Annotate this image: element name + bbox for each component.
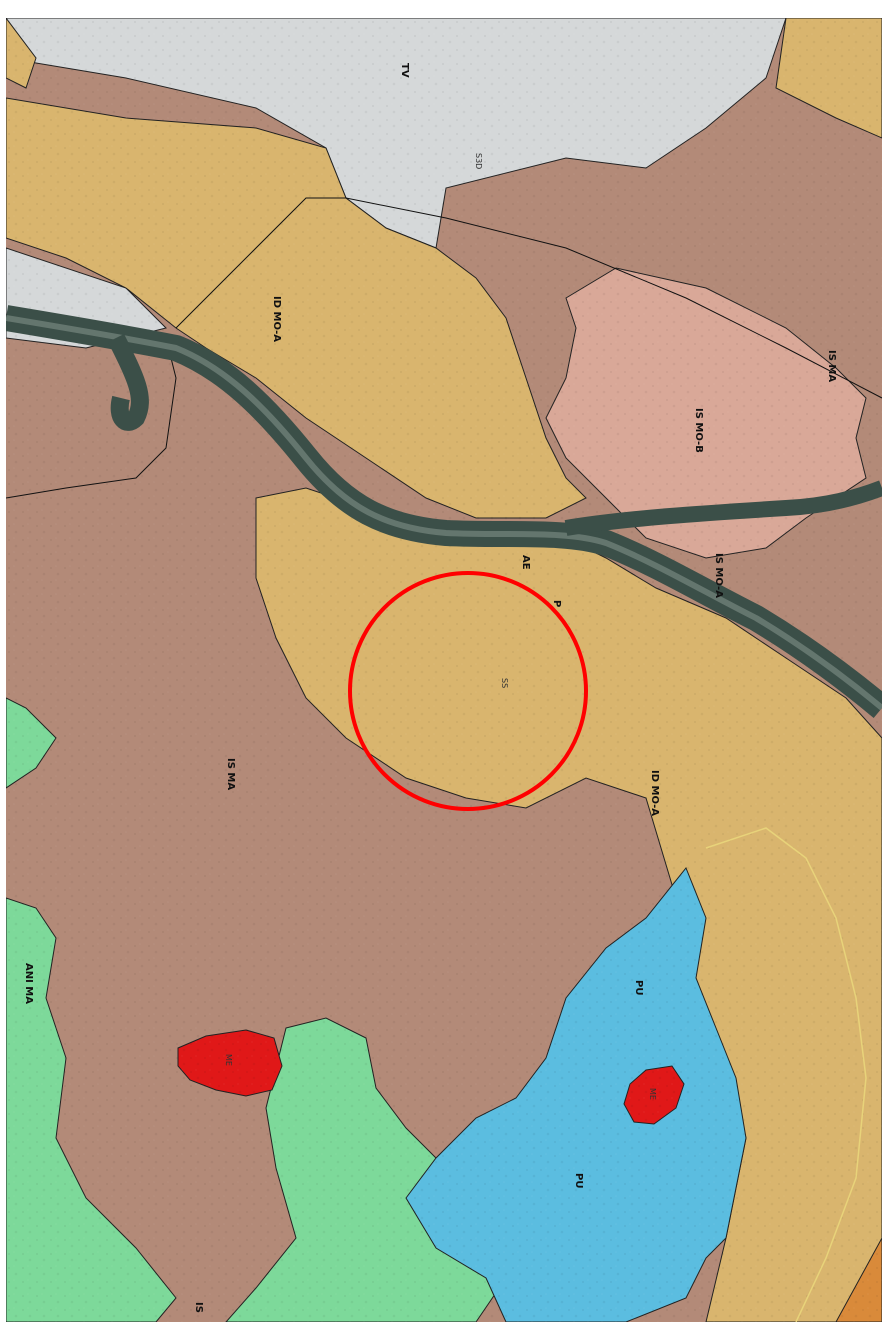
label-is-ma-center: IS MA (225, 758, 236, 790)
label-me-left: ME (224, 1054, 233, 1066)
label-s3d: S3D (474, 153, 483, 169)
river-interchange (107, 333, 149, 431)
map-canvas[interactable]: TV S3D ID MO-A IS MA IS MO-B IS MO-A AE … (6, 18, 882, 1322)
label-ae: AE (520, 555, 531, 570)
river-highway (6, 315, 882, 711)
label-me-right: ME (648, 1088, 657, 1100)
label-id-mo-a-bottom: ID MO-A (649, 770, 660, 816)
label-id-mo-a-top: ID MO-A (271, 296, 282, 342)
label-is-bottom: IS (193, 1302, 204, 1313)
highlight-circle[interactable] (348, 571, 588, 811)
river-branch (564, 480, 882, 536)
label-ss: SS (500, 678, 509, 688)
label-is-mo-a: IS MO-A (713, 553, 724, 598)
boundary-line (6, 197, 882, 499)
label-pu-upper: PU (633, 980, 644, 995)
label-pu-lower: PU (573, 1173, 584, 1188)
label-tv: TV (399, 63, 410, 78)
label-is-ma-right: IS MA (826, 350, 837, 382)
label-p: P (551, 600, 562, 607)
label-is-mo-b: IS MO-B (693, 408, 704, 453)
road-outline (705, 827, 867, 1322)
label-ani-ma: ANI MA (23, 963, 34, 1004)
